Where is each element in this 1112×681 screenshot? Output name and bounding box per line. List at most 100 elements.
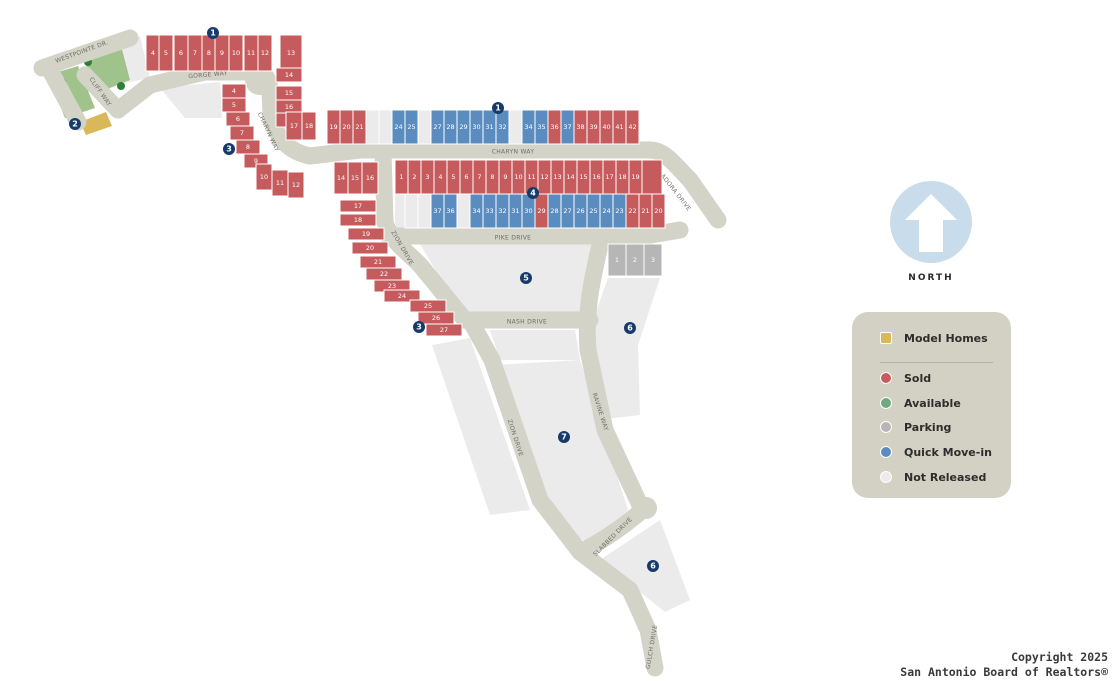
road-westpointe <box>33 29 139 77</box>
lot-zion-15-number: 15 <box>351 174 359 182</box>
lot-charyn-east-1-number: 15 <box>285 89 293 97</box>
lot-charyn-south-17-number: 18 <box>618 173 626 181</box>
lot-gorge-4-number: 8 <box>207 49 211 57</box>
lot-gorge-1-number: 5 <box>164 49 168 57</box>
lot-charyn-north-2-number: 21 <box>355 123 363 131</box>
parking-swatch-icon <box>880 421 892 433</box>
lot-charyn-south-8-number: 9 <box>503 173 507 181</box>
legend-divider <box>880 362 993 363</box>
svg-text:6: 6 <box>650 562 656 571</box>
lot-zion-west-5-number: 22 <box>380 270 388 278</box>
lot-gorge-8-number: 12 <box>261 49 269 57</box>
lot-zion-west-4-number: 21 <box>374 258 382 266</box>
svg-text:3: 3 <box>226 145 232 154</box>
lot-charyn-north-23 <box>625 109 640 145</box>
legend-label-sold: Sold <box>904 371 932 385</box>
lot-charyn-north-10-number: 29 <box>459 123 467 131</box>
legend-label-not-released: Not Released <box>904 470 987 484</box>
lot-pike-north-3-number: 36 <box>446 207 454 215</box>
parcel-phase-5 <box>420 244 595 312</box>
legend-item-sold: Sold <box>880 371 931 385</box>
roads <box>33 29 727 677</box>
svg-text:5: 5 <box>523 274 529 283</box>
legend-label-quick: Quick Move-in <box>904 445 992 459</box>
lot-pike-north-2-number: 37 <box>433 207 441 215</box>
lot-charyn-north-22-number: 41 <box>615 123 623 131</box>
phase-marker-7: 7 <box>558 431 570 443</box>
lot-pike-north-13-number: 26 <box>576 207 584 215</box>
lot-zion-16-number: 16 <box>366 174 374 182</box>
road-pike <box>379 221 689 245</box>
lot-zion-west-2 <box>347 227 385 241</box>
lot-pike-north-8-number: 31 <box>511 207 519 215</box>
sold-swatch-icon <box>880 372 892 384</box>
lot-pike-north-0 <box>404 193 419 229</box>
lot-charyn-south-corner <box>641 159 663 195</box>
lot-pike-north-17-number: 22 <box>628 207 636 215</box>
lot-pike-north-18-number: 21 <box>641 207 649 215</box>
lot-charyn-west-5-number: 9 <box>254 157 258 165</box>
lot-charyn-south-9-number: 10 <box>514 173 522 181</box>
lot-gorge-7-number: 11 <box>247 49 255 57</box>
lot-charyn-west-3-number: 7 <box>240 129 244 137</box>
lot-pike-north-4 <box>456 193 471 229</box>
lot-charyn-east-18-number: 18 <box>305 122 313 130</box>
lot-charyn-south-3-number: 4 <box>438 173 442 181</box>
lot-charyn-south-15-number: 16 <box>592 173 600 181</box>
north-arrow-icon <box>905 194 957 252</box>
lot-charyn-south-7-number: 8 <box>490 173 494 181</box>
lot-charyn-west-0-number: 4 <box>232 87 236 95</box>
lot-zion-west-1 <box>339 213 377 227</box>
lot-zion-west-7 <box>383 289 421 303</box>
svg-text:2: 2 <box>72 120 78 129</box>
lot-pike-north-12-number: 27 <box>563 207 571 215</box>
lot-charyn-north-1-number: 20 <box>342 123 350 131</box>
lot-gorge-3-number: 7 <box>193 49 197 57</box>
lot-pike-north-19-number: 20 <box>654 207 662 215</box>
lot-charyn-south-5-number: 6 <box>464 173 468 181</box>
road-cliff <box>41 61 87 131</box>
lot-parking-1-number: 2 <box>633 256 637 264</box>
legend-item-not-released: Not Released <box>880 470 986 484</box>
legend-item-quick: Quick Move-in <box>880 445 992 459</box>
lot-gorge-8 <box>257 34 273 72</box>
lot-charyn-west-8-number: 12 <box>292 181 300 189</box>
lot-charyn-north-14 <box>508 109 523 145</box>
lot-zion-west-6-number: 23 <box>388 282 396 290</box>
phase-marker-1b: 1 <box>492 102 504 114</box>
lot-pike-north-11-number: 28 <box>550 207 558 215</box>
lot-charyn-north-4 <box>378 109 393 145</box>
phase-marker-6b: 6 <box>647 560 659 572</box>
phase-marker-4: 4 <box>527 187 539 199</box>
lot-pike-north-19 <box>651 193 666 229</box>
svg-text:4: 4 <box>530 189 536 198</box>
street-label-charyn-main: CHARYN WAY <box>492 149 535 156</box>
lot-charyn-south-4-number: 5 <box>451 173 455 181</box>
lot-charyn-north-0-number: 19 <box>329 123 337 131</box>
not-released-swatch-icon <box>880 471 892 483</box>
lot-zion-west-7-number: 24 <box>398 292 406 300</box>
lot-charyn-north-18-number: 37 <box>563 123 571 131</box>
svg-text:1: 1 <box>495 104 501 113</box>
lot-zion-16 <box>361 161 379 195</box>
lot-zion-west-0 <box>339 199 377 213</box>
phase-marker-5: 5 <box>520 272 532 284</box>
street-label-pike: PIKE DRIVE <box>495 235 531 242</box>
street-label-nash: NASH DRIVE <box>507 319 547 326</box>
copyright-notice: Copyright 2025 San Antonio Board of Real… <box>900 650 1108 680</box>
lot-pike-north-5-number: 34 <box>472 207 480 215</box>
lot-zion-west-9-number: 26 <box>432 314 440 322</box>
parcel-zion-west <box>432 338 530 515</box>
phase-marker-6a: 6 <box>624 322 636 334</box>
lot-zion-west-1-number: 18 <box>354 216 362 224</box>
lot-charyn-north-3 <box>365 109 380 145</box>
lot-charyn-east-18 <box>301 111 317 141</box>
lot-charyn-east-17-number: 17 <box>290 122 298 130</box>
parcel-phase-6-north <box>595 278 660 420</box>
lot-gorge-1 <box>158 34 174 72</box>
lot-charyn-west-1-number: 5 <box>232 101 236 109</box>
lot-pike-north-10-number: 29 <box>537 207 545 215</box>
lot-charyn-north-17-number: 36 <box>550 123 558 131</box>
lot-parking-2-number: 3 <box>651 256 655 264</box>
lot-charyn-north-9-number: 28 <box>446 123 454 131</box>
